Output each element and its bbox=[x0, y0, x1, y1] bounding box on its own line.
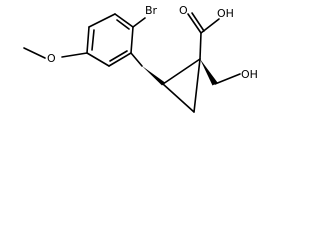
methoxy-group: O bbox=[23, 47, 88, 65]
bond-cq-cooh bbox=[199, 32, 202, 60]
ring-bond-c1-c2 bbox=[114, 13, 134, 28]
cyclopropane-bond-cq-ch2 bbox=[193, 58, 201, 113]
wedge-bond-ch2oh bbox=[200, 59, 218, 86]
ring-bond-c4-c5 bbox=[86, 52, 110, 67]
ring-bond-c3-c4 bbox=[108, 52, 132, 67]
cyclopropane-ring bbox=[162, 58, 201, 113]
ring-bond-c6-c1 bbox=[88, 13, 116, 28]
chemical-structure-diagram: Br O OH OH O bbox=[23, 4, 258, 113]
acid-hydroxyl-label: OH bbox=[217, 7, 234, 20]
bond-c2-br bbox=[132, 17, 146, 28]
carbonyl-oxygen-label: O bbox=[179, 4, 188, 17]
methoxy-oxygen-label: O bbox=[47, 52, 56, 65]
ring-bond-c5-c6 bbox=[86, 26, 90, 54]
benzene-ring bbox=[86, 13, 134, 67]
bond-o-methyl bbox=[23, 47, 46, 59]
ring-double-bond-c5-c6 bbox=[91, 29, 95, 51]
cyclopropane-bond-ch2-ch bbox=[162, 83, 195, 113]
cyclopropane-bond-ch-cq bbox=[162, 58, 201, 85]
bond-ring-o-methoxy bbox=[61, 52, 88, 58]
wedge-bond-aryl-cyclopropane bbox=[142, 66, 165, 86]
bond-ch2-oh bbox=[214, 73, 241, 85]
bond-c-oh-acid bbox=[200, 18, 220, 34]
carboxylic-acid-group: O OH bbox=[179, 4, 234, 60]
hydroxymethyl-group: OH bbox=[214, 68, 258, 85]
bromine-label: Br bbox=[145, 4, 158, 17]
hydroxymethyl-hydroxyl-label: OH bbox=[241, 68, 258, 81]
carbonyl-double-bond-outer bbox=[187, 13, 202, 34]
stereo-wedges bbox=[142, 59, 218, 86]
ring-bond-c2-c3 bbox=[130, 26, 134, 54]
bond-aryl-c3 bbox=[130, 52, 143, 67]
ring-double-bond-c1-c2 bbox=[116, 19, 130, 30]
ring-double-bond-c3-c4 bbox=[109, 50, 128, 62]
carbonyl-double-bond-inner bbox=[191, 12, 205, 32]
